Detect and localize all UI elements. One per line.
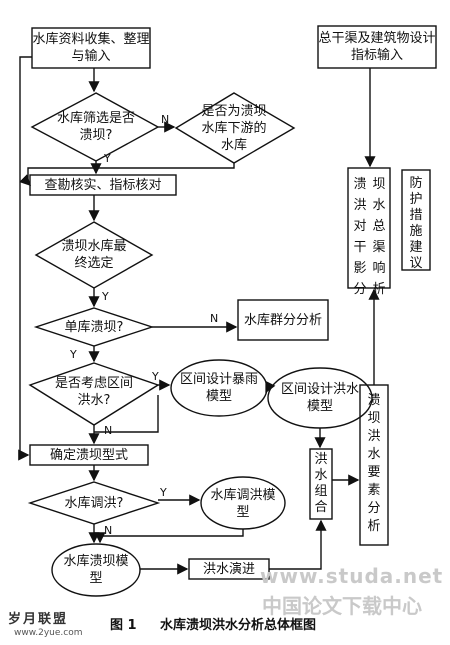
figure-caption: 水库溃坝洪水分析总体框图 xyxy=(160,618,317,633)
node-trunk-input: 总干渠及建筑物设计指标输入 xyxy=(318,31,436,63)
node-impact-col2: 坝水总渠响析 xyxy=(372,177,386,297)
node-flood-combine: 洪水组合 xyxy=(314,452,328,515)
node-screen-question: 水库筛选是否溃坝? xyxy=(56,111,135,143)
box-protection xyxy=(401,169,431,271)
box-collect xyxy=(31,27,151,69)
ellipse-break-model xyxy=(51,543,141,597)
edge-label-single-y: Y xyxy=(70,348,77,361)
node-single-question: 单库溃坝? xyxy=(64,319,124,335)
node-collect: 水库资料收集、整理与输入 xyxy=(32,32,150,64)
node-flood-routing: 洪水演进 xyxy=(202,561,255,577)
node-break-model: 水库溃坝模型 xyxy=(63,554,129,586)
node-determine-mode: 确定溃坝型式 xyxy=(49,447,128,463)
node-impact-col1: 溃洪对干影分 xyxy=(353,177,367,297)
watermark-cn: 中国论文下载中心 xyxy=(262,594,422,618)
box-trunk-input xyxy=(317,25,437,69)
footer-url: www.2yue.com xyxy=(14,628,83,638)
node-final-select: 溃坝水库最终选定 xyxy=(61,239,127,271)
figure-label: 图 1 xyxy=(110,618,137,633)
left-return-line xyxy=(19,56,32,378)
box-flood-combine xyxy=(309,448,333,520)
box-group-analysis xyxy=(237,299,329,341)
footer-brand: 岁月联盟 xyxy=(8,612,69,627)
node-survey: 查勘核实、指标核对 xyxy=(44,177,162,193)
node-group-analysis: 水库群分分析 xyxy=(243,312,322,328)
node-interval-question: 是否考虑区间洪水? xyxy=(54,376,133,408)
edge-label-screen-y: Y xyxy=(104,152,111,165)
edge-label-regulate-y: Y xyxy=(160,486,167,499)
node-downstream-question: 是否为溃坝水库下游的水库 xyxy=(201,103,267,153)
node-protection: 防护措施建议 xyxy=(409,176,423,271)
edge-label-interval-n: N xyxy=(104,424,113,437)
node-flood-model: 区间设计洪水模型 xyxy=(280,382,359,414)
node-regulate-model: 水库调洪模型 xyxy=(210,488,276,520)
edge-label-final-y: Y xyxy=(102,290,109,303)
node-rain-model: 区间设计暴雨模型 xyxy=(180,372,259,404)
node-regulate-question: 水库调洪? xyxy=(64,495,124,511)
edge-label-regulate-n: N xyxy=(104,524,113,537)
box-determine-mode xyxy=(29,444,149,466)
edge-label-screen-n: N xyxy=(161,113,170,126)
node-flood-elements: 溃坝洪水要素分析 xyxy=(367,393,381,534)
box-impact xyxy=(347,167,391,289)
edge-label-single-n: N xyxy=(210,312,219,325)
watermark-url: www.studa.net xyxy=(260,564,444,588)
edge-label-interval-y: Y xyxy=(152,370,159,383)
